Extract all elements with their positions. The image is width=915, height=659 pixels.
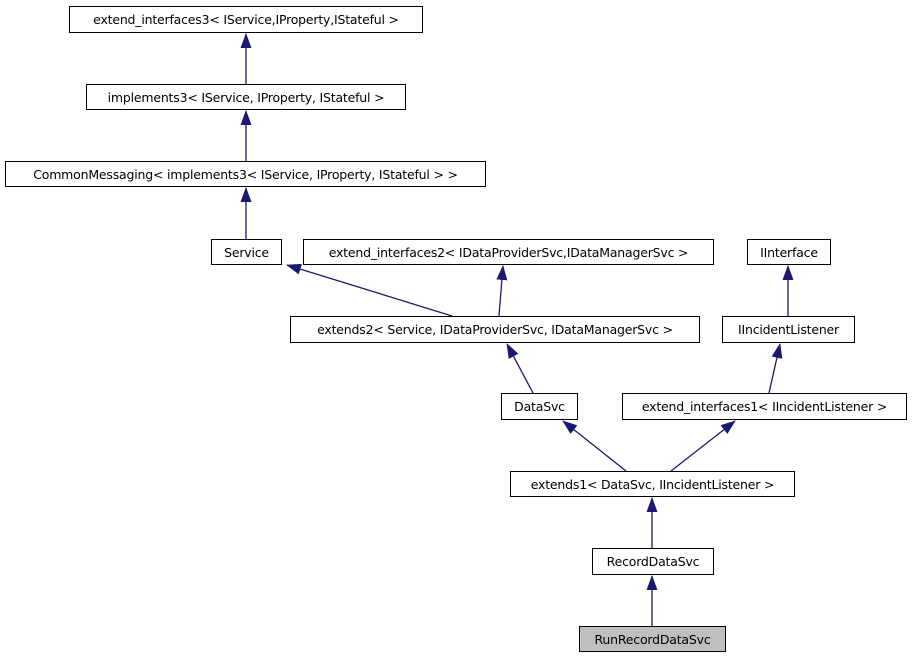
node-datasvc[interactable]: DataSvc [501,393,578,420]
node-commonmessaging[interactable]: CommonMessaging< implements3< IService, … [5,161,486,187]
node-extends1[interactable]: extends1< DataSvc, IIncidentListener > [510,471,795,497]
node-extend-interfaces2[interactable]: extend_interfaces2< IDataProviderSvc,IDa… [303,239,714,265]
node-extend-interfaces3[interactable]: extend_interfaces3< IService,IProperty,I… [69,6,423,33]
node-iincidentlistener[interactable]: IIncidentListener [722,316,855,343]
node-service[interactable]: Service [211,239,282,265]
node-extend-interfaces1[interactable]: extend_interfaces1< IIncidentListener > [622,393,907,420]
inheritance-arrow-extends1-datasvc [562,420,627,472]
node-recorddatasvc[interactable]: RecordDataSvc [592,548,714,575]
node-runrecorddatasvc-current: RunRecordDataSvc [579,626,726,652]
inheritance-arrow-extends1-extend_interfaces1 [670,420,736,472]
inheritance-arrow-extend_interfaces1-iincidentlistener [768,343,783,394]
inheritance-arrow-extends2-extend_interfaces2 [496,265,508,317]
node-implements3[interactable]: implements3< IService, IProperty, IState… [86,84,406,110]
inheritance-arrow-datasvc-extends2 [506,343,534,394]
node-iinterface[interactable]: IInterface [747,239,831,265]
inheritance-arrow-extends2-service [286,263,453,317]
node-extends2[interactable]: extends2< Service, IDataProviderSvc, IDa… [290,316,700,343]
